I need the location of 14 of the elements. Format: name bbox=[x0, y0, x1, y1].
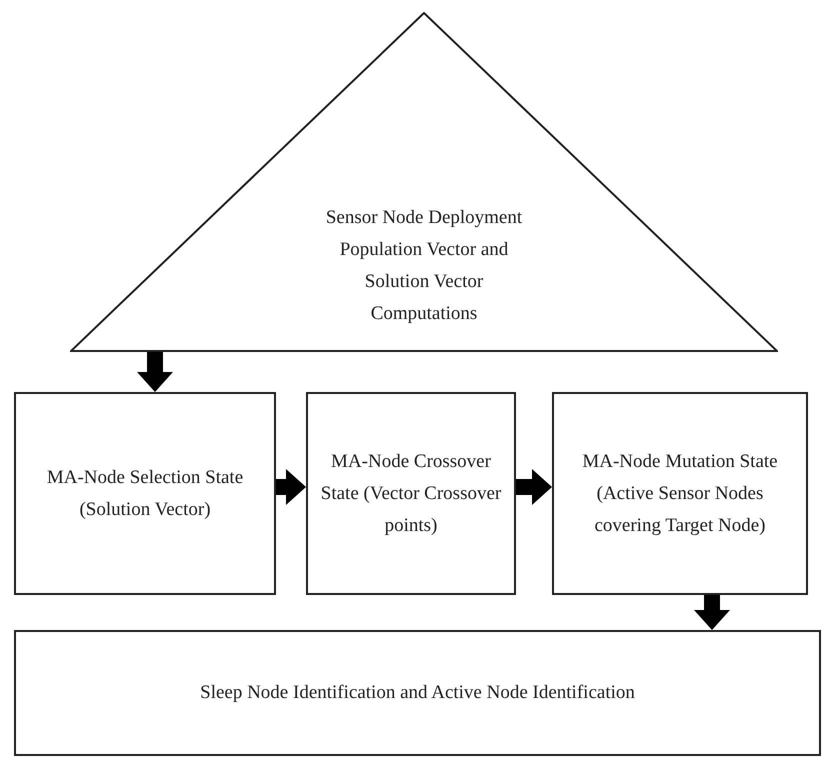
arrow bbox=[516, 469, 552, 505]
arrow bbox=[137, 352, 173, 392]
node-text: Sleep Node Identification and Active Node Identification bbox=[200, 681, 635, 705]
arrow bbox=[276, 469, 306, 505]
node-text: MA-Node Selection State (Solution Vector) bbox=[46, 466, 244, 522]
node-text: Sensor Node Deployment Population Vector and Solution Vector Computations bbox=[324, 206, 524, 326]
node-text: MA-Node Crossover State (Vector Crossover points) bbox=[320, 450, 502, 538]
triangle-shape bbox=[70, 12, 778, 352]
process-box bbox=[552, 392, 808, 595]
process-box bbox=[14, 630, 821, 756]
process-box bbox=[14, 392, 276, 595]
node-text: MA-Node Mutation State (Active Sensor Nodes covering Target Node) bbox=[581, 450, 779, 538]
arrow bbox=[694, 595, 730, 630]
process-box bbox=[306, 392, 516, 595]
